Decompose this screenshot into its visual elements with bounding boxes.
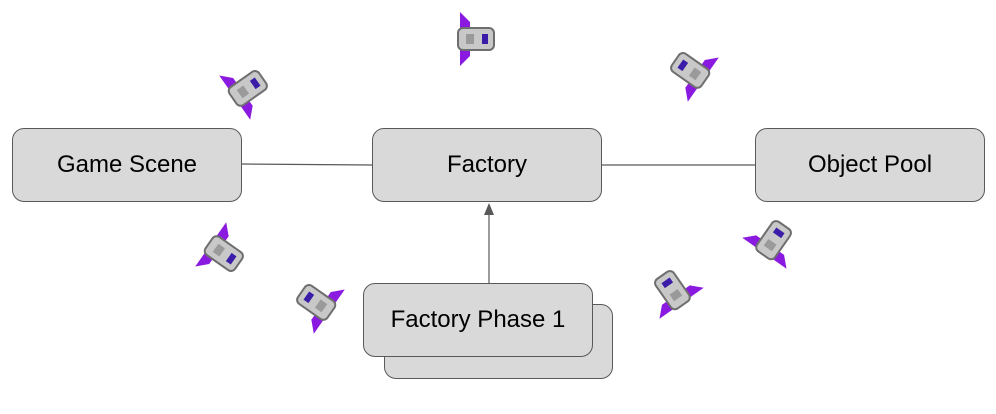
spaceship-icon — [296, 284, 345, 334]
spaceship-cockpit — [772, 227, 785, 239]
spaceship-engine — [466, 34, 474, 44]
spaceship-icon — [654, 270, 704, 319]
spaceship-icon — [195, 222, 244, 272]
connector-game-scene-factory — [241, 163, 374, 166]
game-scene-box: Game Scene — [12, 128, 242, 202]
spaceship-engine — [763, 238, 777, 252]
factory-box: Factory — [372, 128, 602, 202]
factory-phase-1-box: Factory Phase 1 — [363, 283, 593, 357]
spaceship-hull — [203, 235, 244, 272]
spaceship-engine — [236, 85, 250, 99]
spaceship-icon — [457, 12, 495, 66]
spaceship-engine — [212, 243, 226, 257]
spaceship-hull — [227, 70, 268, 107]
spaceship-engine — [669, 288, 683, 302]
spaceship-icon — [670, 52, 719, 102]
spaceship-cockpit — [661, 277, 674, 289]
spaceship-cockpit — [303, 291, 315, 304]
spaceship-icon — [219, 70, 268, 120]
object-pool-label: Object Pool — [807, 151, 933, 178]
factory-phase-1-label: Factory Phase 1 — [390, 306, 566, 333]
spaceship-hull — [755, 220, 792, 261]
spaceship-engine — [688, 67, 702, 81]
spaceship-hull — [457, 27, 495, 51]
factory-label: Factory — [446, 151, 527, 178]
spaceship-engine — [314, 299, 328, 313]
spaceship-cockpit — [677, 59, 689, 72]
spaceship-hull — [670, 52, 711, 89]
spaceship-hull — [296, 284, 337, 321]
object-pool-box: Object Pool — [755, 128, 985, 202]
spaceship-icon — [742, 220, 792, 269]
arrowhead — [484, 203, 494, 215]
spaceship-cockpit — [482, 34, 488, 44]
game-scene-label: Game Scene — [56, 151, 198, 178]
spaceship-cockpit — [249, 77, 261, 90]
spaceship-cockpit — [225, 252, 237, 265]
spaceship-hull — [654, 270, 691, 311]
